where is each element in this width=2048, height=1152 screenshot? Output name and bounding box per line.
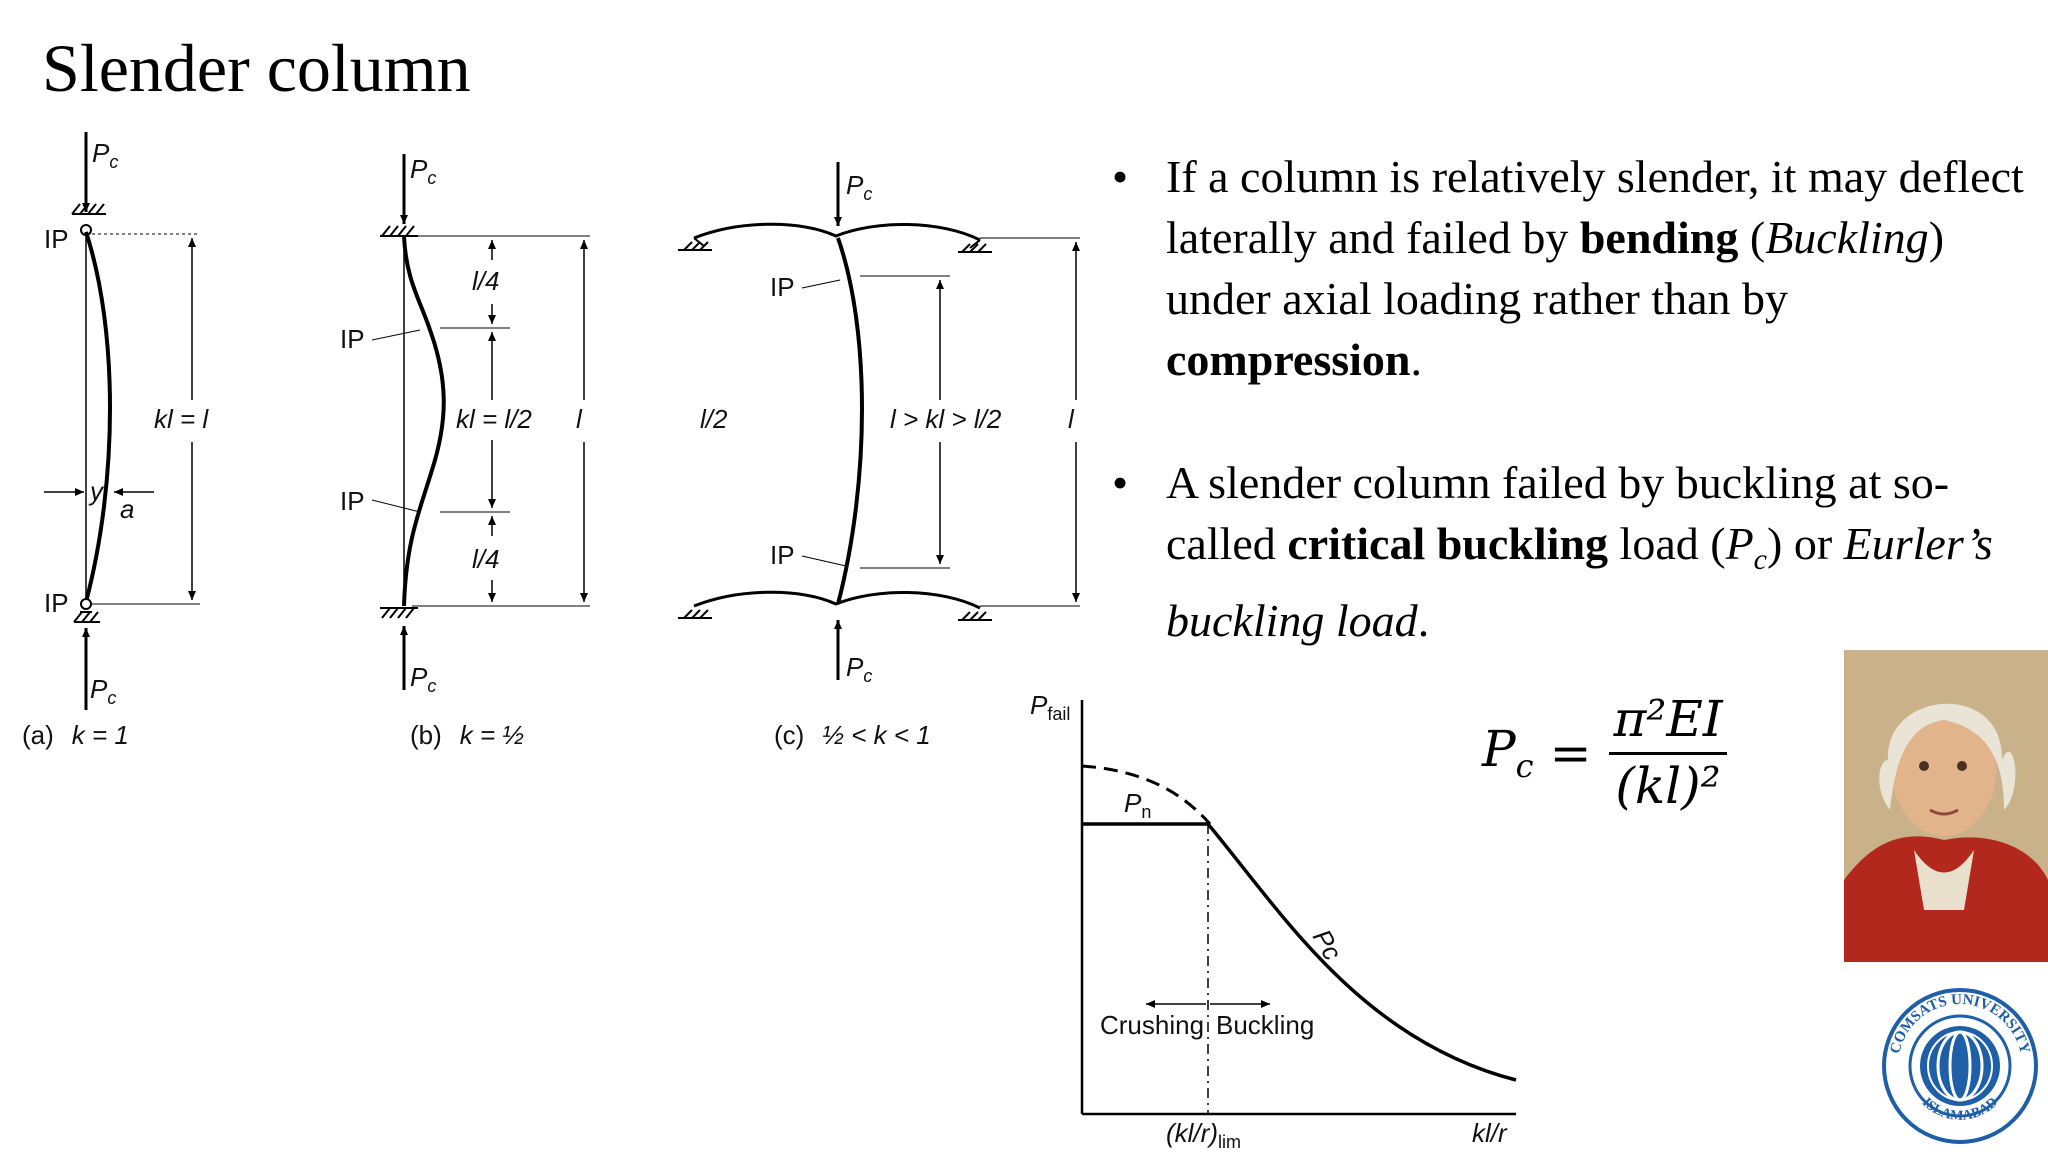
bottom-beam: [693, 590, 981, 610]
support-hatch-top: [71, 203, 106, 215]
bullet-1: • If a column is relatively slender, it m…: [1112, 146, 2032, 390]
support-hatch-bottom: [73, 611, 100, 623]
ip-label-lower: IP: [340, 486, 365, 516]
fixed-support-top: [380, 225, 418, 237]
column-c: IP IP l/2 l > kl > l/2 l (c)½ < k < 1: [678, 162, 1080, 750]
length-label-b: l: [576, 404, 583, 434]
formula-equals: =: [1549, 723, 1592, 782]
pin-bottom: [80, 598, 92, 610]
bullet-dot: •: [1112, 151, 1129, 202]
pn-label: Pn: [1124, 788, 1151, 822]
quarter-label-bottom: l/4: [472, 544, 499, 574]
portrait-image: [1844, 650, 2048, 962]
ip-label-lower: IP: [770, 540, 795, 570]
formula-numerator: π²EI: [1609, 690, 1727, 755]
fixed-support-bottom: [380, 607, 418, 619]
column-a: IP IP kl = l y a (a)k = 1: [22, 132, 209, 750]
bullet-list: • If a column is relatively slender, it m…: [1112, 146, 2032, 651]
y-axis-label: Pfail: [1030, 690, 1070, 724]
buckled-shape: [402, 235, 446, 607]
load-label-pc: Pc: [90, 674, 116, 708]
x-axis-label: kl/r: [1472, 1118, 1508, 1148]
kl-label-c: l > kl > l/2: [890, 404, 1002, 434]
length-label-c: l: [1068, 404, 1075, 434]
pc-curve-label: Pc: [1307, 924, 1348, 965]
column-b: IP IP l/4 kl = l/2 l/4 l (b)k = ½: [340, 154, 590, 750]
ip-label-upper: IP: [770, 272, 795, 302]
kl-label-a: kl = l: [154, 404, 209, 434]
page-title: Slender column: [42, 30, 471, 106]
caption-c: (c)½ < k < 1: [774, 720, 931, 750]
bullet-dot: •: [1112, 457, 1129, 508]
load-label-pc: Pc: [410, 662, 436, 696]
deflection-y-label: y: [88, 476, 105, 506]
load-label-pc: Pc: [92, 138, 118, 172]
load-label-pc: Pc: [410, 154, 436, 188]
buckling-label: Buckling: [1216, 1010, 1314, 1040]
top-beam: [693, 222, 981, 242]
caption-b: (b)k = ½: [410, 720, 524, 750]
kl-label-b: kl = l/2: [456, 404, 532, 434]
euler-dashed-curve: [1081, 764, 1212, 825]
failure-load-graph: Pfail Pn Pc Crushing Buckling (kl/r)lim …: [1030, 690, 1517, 1152]
bullet-1-text: If a column is relatively slender, it ma…: [1166, 151, 2024, 385]
formula-fraction: π²EI (kl)²: [1609, 690, 1727, 815]
euler-formula: Pc = π²EI (kl)²: [1482, 690, 1727, 815]
quarter-label-top: l/4: [472, 266, 499, 296]
half-label: l/2: [700, 404, 728, 434]
logo-seal: COMSATS UNIVERSITY ISLAMABAD: [1882, 988, 2038, 1144]
euler-portrait: [1844, 650, 2048, 962]
crushing-label: Crushing: [1100, 1010, 1204, 1040]
bullet-2-text: A slender column failed by buckling at s…: [1166, 457, 1993, 647]
load-label-pc: Pc: [846, 170, 872, 204]
amplitude-label: a: [120, 494, 134, 524]
formula-lhs: Pc: [1482, 720, 1534, 785]
x-limit-label: (kl/r)lim: [1166, 1118, 1241, 1152]
bullet-2: • A slender column failed by buckling at…: [1112, 452, 2032, 651]
ip-label-top: IP: [44, 224, 69, 254]
buckled-shape: [84, 231, 112, 603]
buckled-shape: [836, 237, 864, 605]
comsats-university-logo: COMSATS UNIVERSITY ISLAMABAD: [1880, 986, 2040, 1146]
formula-denominator: (kl)²: [1615, 757, 1721, 815]
ip-label-bottom: IP: [44, 588, 69, 618]
failure-curve: [1082, 822, 1517, 1082]
caption-a: (a)k = 1: [22, 720, 129, 750]
ip-label-upper: IP: [340, 324, 365, 354]
load-label-pc: Pc: [846, 652, 872, 686]
